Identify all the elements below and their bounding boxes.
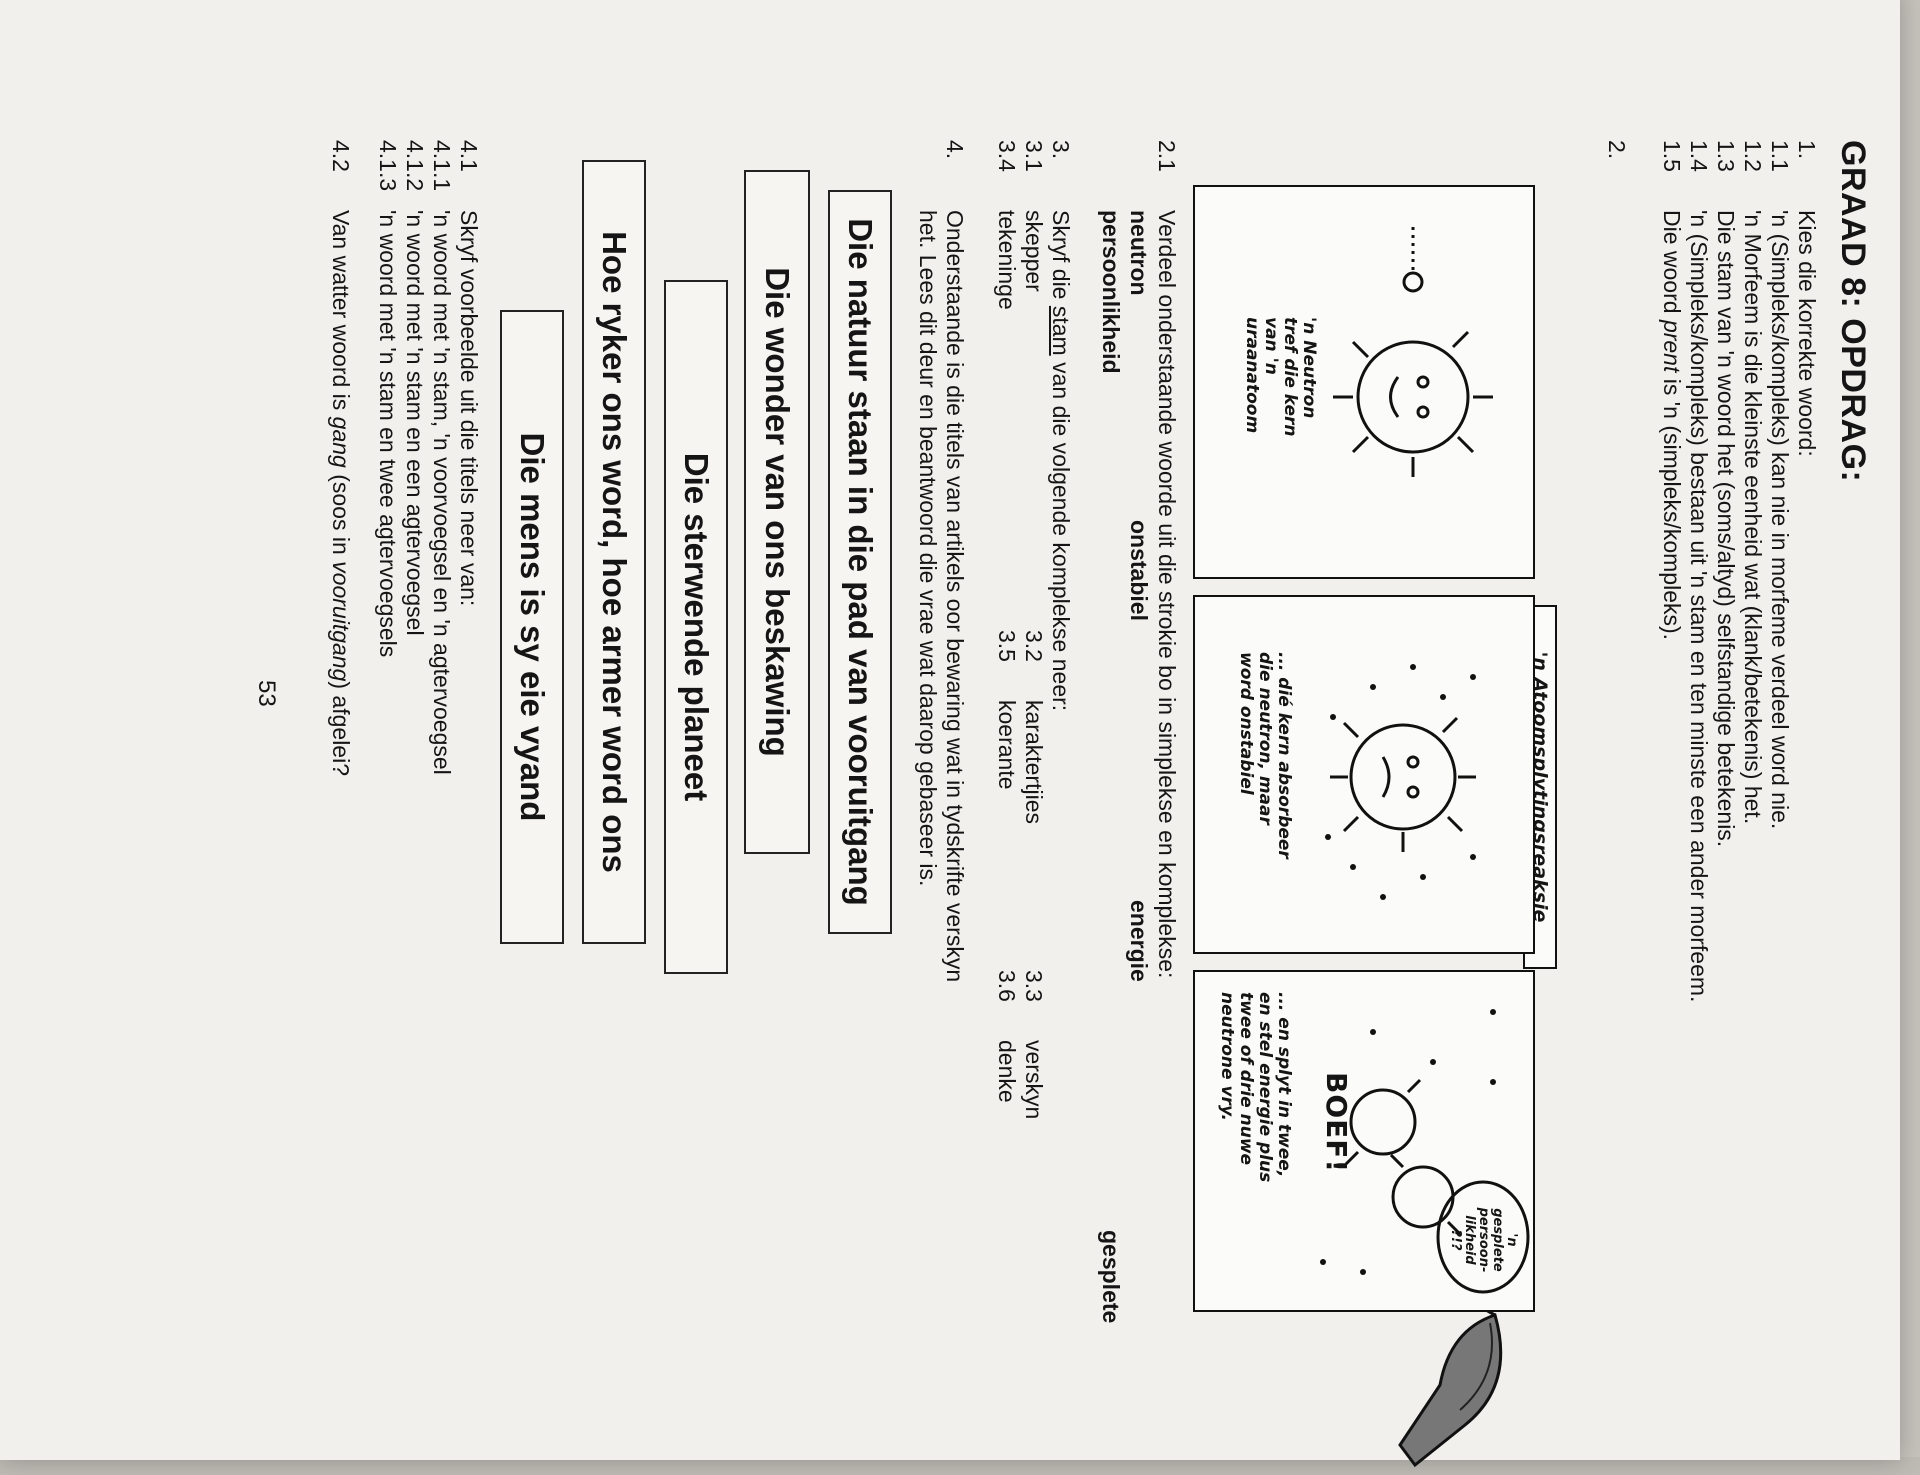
question-4-1-3: 4.1.3 'n woord met 'n stam en twee agterv…	[374, 140, 401, 657]
item-text: 'n woord met 'n stam, 'n voorvoegsel en …	[429, 210, 455, 775]
question-4-2: 4.2Van watter woord is gang (soos in voo…	[327, 140, 354, 776]
page-title: GRAAD 8: OPDRAG:	[1834, 140, 1872, 483]
item-text: Verdeel onderstaande woorde uit die stro…	[1154, 210, 1180, 979]
question-1-1: 1.1 'n (Simpleks/kompleks) kan nie in mor…	[1766, 140, 1793, 829]
word-onstabiel: onstabiel	[1126, 520, 1152, 621]
word-energie: energie	[1126, 900, 1152, 982]
panel2-caption: ... dié kern absorbeer die neutron, maar…	[1236, 652, 1294, 859]
item-text: 'n (Simpleks/kompleks) bestaan uit 'n st…	[1686, 210, 1712, 1003]
item-number: 2.1	[1154, 140, 1180, 172]
section1-heading: 1. Kies die korrekte woord:	[1793, 140, 1820, 457]
stem-word: tekeninge	[994, 210, 1020, 310]
item-number: 1.5	[1659, 140, 1685, 172]
item-number: 3.1	[1021, 140, 1047, 172]
question-4-1-2: 4.1.2 'n woord met 'n stam en een agtervo…	[401, 140, 428, 636]
speech-bubble-text: 'n gesplete persoon- likheid ?!?	[1448, 1207, 1519, 1273]
comic-panel-2: ... dié kern absorbeer die neutron, maar…	[1193, 595, 1535, 954]
item-text: 'n woord met 'n stam en twee agtervoegse…	[375, 210, 401, 658]
question-1-3: 1.3Die stam van 'n woord het (soms/altyd…	[1712, 140, 1739, 847]
question-2-1: 2.1Verdeel onderstaande woorde uit die s…	[1153, 140, 1180, 978]
item-number: 3.3	[1021, 970, 1047, 1002]
article-title-box: Die mens is sy eie vyand	[500, 310, 564, 944]
item-text: Skryf die stam van die volgende kompleks…	[1048, 210, 1074, 712]
section4-heading: 4. Onderstaande is die titels van artikel…	[941, 140, 968, 982]
item-text: Die woord prent is 'n (simpleks/kompleks…	[1659, 210, 1685, 641]
item-text: Kies die korrekte woord:	[1794, 210, 1820, 457]
word-persoonlikheid: persoonlikheid	[1098, 210, 1124, 374]
item-number: 1.3	[1713, 140, 1739, 172]
stem-word: koerante	[994, 700, 1020, 790]
item-number: 3.2	[1021, 630, 1047, 662]
section3-heading: 3. Skryf die stam van die volgende komple…	[1047, 140, 1074, 711]
item-number: 1.4	[1686, 140, 1712, 172]
split-nucleus-icon	[1320, 1009, 1530, 1294]
rotated-page: GRAAD 8: OPDRAG: 1. Kies die korrekte woo…	[253, 140, 1872, 1468]
uranium-atom-icon	[1333, 227, 1493, 477]
boef-sound-effect: BOEF!	[1320, 1072, 1353, 1174]
item-number: 3.	[1048, 140, 1074, 160]
stem-row-2: 3.4 tekeninge 3.5 koerante 3.6 denke	[993, 140, 1020, 1103]
item-number: 3.5	[994, 630, 1020, 662]
item-number: 1.1	[1767, 140, 1793, 172]
stem-word: skepper	[1021, 210, 1047, 292]
stem-word: karaktertjies	[1021, 700, 1047, 824]
item-number: 3.4	[994, 140, 1020, 172]
item-text: 'n woord met 'n stam en een agtervoegsel	[402, 210, 428, 636]
article-title-box: Hoe ryker ons word, hoe armer word ons	[582, 160, 646, 944]
item-number: 4.1.2	[402, 140, 428, 192]
section4-line-2: het. Lees dit deur en beantwoord die vra…	[914, 140, 941, 886]
item-number: 4.1.1	[429, 140, 455, 192]
page-number: 53	[253, 680, 280, 707]
comic-panel-1: 'n Neutron tref die kern van 'n uraanato…	[1193, 185, 1535, 579]
question-4-1: 4.1Skryf voorbeelde uit die titels neer …	[455, 140, 482, 606]
item-text: 'n Morfeem is die kleinste eenheid wat (…	[1740, 210, 1766, 825]
panel3-caption: ... en splyt in twee, en stel energie pl…	[1217, 992, 1294, 1183]
unstable-nucleus-icon	[1325, 664, 1476, 900]
section2-heading: 2.	[1603, 140, 1630, 210]
comic-panel-3: BOEF! 'n gesplete persoon- likheid ?!? .…	[1193, 970, 1535, 1312]
item-number: 4.2	[328, 140, 354, 172]
question-1-4: 1.4 'n (Simpleks/kompleks) bestaan uit 'n…	[1685, 140, 1712, 1002]
item-number: 1.	[1794, 140, 1820, 160]
item-number: 1.2	[1740, 140, 1766, 172]
item-text: het. Lees dit deur en beantwoord die vra…	[915, 210, 941, 887]
item-text: 'n (Simpleks/kompleks) kan nie in morfem…	[1767, 210, 1793, 830]
page-content: GRAAD 8: OPDRAG: 1. Kies die korrekte woo…	[253, 140, 1872, 1468]
question-1-5: 1.5Die woord prent is 'n (simpleks/kompl…	[1658, 140, 1685, 640]
stem-word: denke	[994, 1040, 1020, 1103]
panel1-caption: 'n Neutron tref die kern van 'n uraanato…	[1242, 317, 1319, 437]
word-gesplete: gesplete	[1098, 1230, 1124, 1324]
article-title-box: Die wonder van ons beskawing	[744, 170, 810, 854]
question-1-2: 1.2 'n Morfeem is die kleinste eenheid wa…	[1739, 140, 1766, 824]
item-text: Skryf voorbeelde uit die titels neer van…	[456, 210, 482, 607]
item-text: Die stam van 'n woord het (soms/altyd) s…	[1713, 210, 1739, 848]
item-number: 4.	[942, 140, 968, 160]
stem-row-1: 3.1 skepper 3.2 karaktertjies 3.3 verskyn	[1020, 140, 1047, 1119]
item-number: 4.1	[456, 140, 482, 172]
question-4-1-1: 4.1.1 'n woord met 'n stam, 'n voorvoegse…	[428, 140, 455, 775]
item-text: Van watter woord is gang (soos in voorui…	[328, 210, 354, 776]
article-title-box: Die natuur staan in die pad van vooruitg…	[828, 190, 892, 934]
word-neutron: neutron	[1126, 210, 1152, 296]
item-text: Onderstaande is die titels van artikels …	[942, 210, 968, 983]
item-number: 4.1.3	[375, 140, 401, 192]
item-number: 3.6	[994, 970, 1020, 1002]
stem-word: verskyn	[1021, 1040, 1047, 1120]
item-number: 2.	[1604, 140, 1630, 160]
comic-strip: 'n Neutron tref die kern van 'n uraanato…	[1193, 185, 1557, 1468]
article-title-box: Die sterwende planeet	[664, 280, 728, 974]
